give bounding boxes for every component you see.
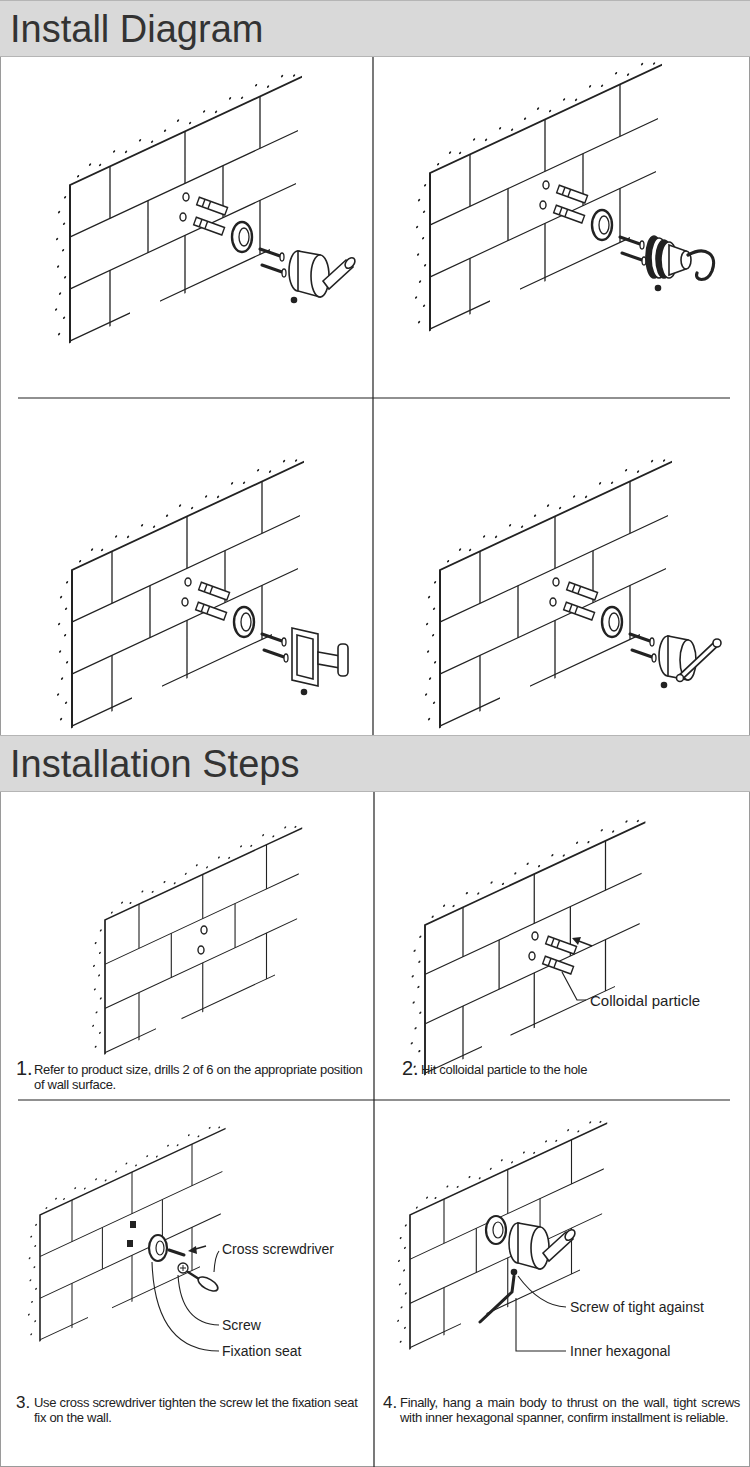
part-label: Screw of tight against: [570, 1299, 704, 1316]
step-number: 1.: [16, 1056, 33, 1080]
heading-text: Install Diagram: [0, 7, 750, 51]
step-number: 2.: [402, 1056, 419, 1080]
step-text: Hit colloidal particle to the hole: [421, 1062, 739, 1077]
part-label: Cross screwdriver: [222, 1241, 334, 1258]
part-label: Fixation seat: [222, 1343, 301, 1360]
part-label: Colloidal particle: [590, 992, 700, 1010]
step-number: 3.: [16, 1393, 30, 1413]
part-label: Screw: [222, 1317, 261, 1334]
step-text: Finally, hang a main body to thrust on t…: [400, 1395, 740, 1425]
heading-text: Installation Steps: [0, 742, 750, 786]
heading-band: Installation Steps: [0, 735, 750, 792]
heading-band: Install Diagram: [0, 0, 750, 57]
step-text: Refer to product size, drills 2 of 6 on …: [34, 1062, 370, 1092]
step-text: Use cross screwdriver tighten the screw …: [34, 1395, 368, 1425]
step-number: 4.: [383, 1393, 397, 1413]
part-label: Inner hexagonal: [570, 1343, 670, 1360]
